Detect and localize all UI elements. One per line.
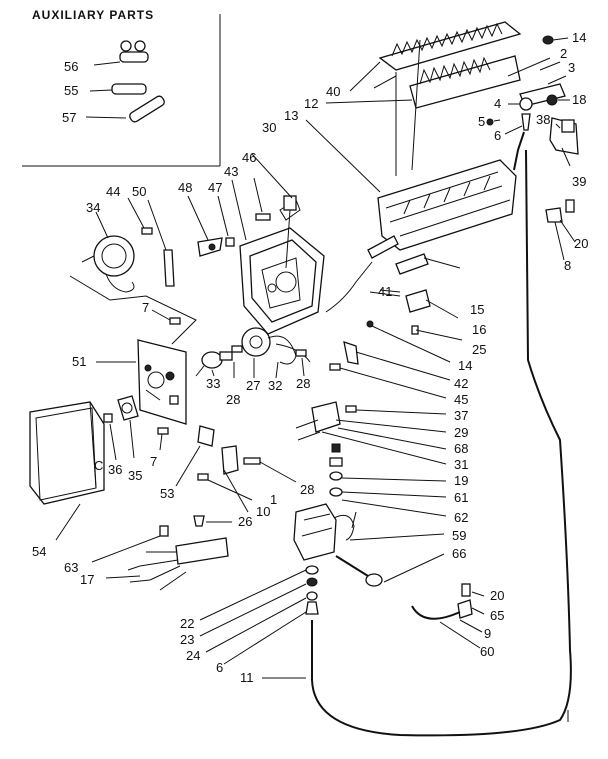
label-47: 47 <box>208 180 222 195</box>
label-14-top: 14 <box>572 30 586 45</box>
label-56: 56 <box>64 59 78 74</box>
label-7-lower: 7 <box>150 454 157 469</box>
label-68: 68 <box>454 441 468 456</box>
label-44: 44 <box>106 184 120 199</box>
label-33: 33 <box>206 376 220 391</box>
label-38: 38 <box>536 112 550 127</box>
water-tube <box>262 149 572 737</box>
label-51: 51 <box>72 354 86 369</box>
label-13: 13 <box>284 108 298 123</box>
label-5: 5 <box>478 114 485 129</box>
lower-small-parts <box>157 425 297 513</box>
label-8: 8 <box>564 258 571 273</box>
water-fill-fittings <box>486 35 579 171</box>
motor-and-parts <box>69 177 271 345</box>
control-housing <box>231 153 325 335</box>
inlet-tube-parts <box>411 583 485 649</box>
label-10: 10 <box>256 504 270 519</box>
auxiliary-parts-box: AUXILIARY PARTS <box>22 8 221 167</box>
label-15: 15 <box>470 302 484 317</box>
label-42: 42 <box>454 376 468 391</box>
label-29: 29 <box>454 425 468 440</box>
switch-parts <box>295 401 447 465</box>
label-11: 11 <box>240 670 254 685</box>
label-1: 1 <box>270 492 277 507</box>
label-61: 61 <box>454 490 468 505</box>
part-20-8 <box>545 199 576 261</box>
mounting-plate <box>96 309 187 425</box>
label-24: 24 <box>186 648 200 663</box>
part-labels: 56 55 57 40 12 13 14 2 3 18 4 5 38 6 39 … <box>32 30 588 685</box>
label-40: 40 <box>326 84 340 99</box>
label-28-b: 28 <box>296 376 310 391</box>
label-34: 34 <box>86 200 100 215</box>
ice-mold-tray <box>305 39 517 251</box>
label-35: 35 <box>128 468 142 483</box>
label-50: 50 <box>132 184 146 199</box>
label-55: 55 <box>64 83 78 98</box>
label-62: 62 <box>454 510 468 525</box>
label-2: 2 <box>560 46 567 61</box>
label-23: 23 <box>180 632 194 647</box>
front-cover: C <box>29 401 105 541</box>
label-14-mid: 14 <box>458 358 472 373</box>
label-60: 60 <box>480 644 494 659</box>
label-54: 54 <box>32 544 46 559</box>
grommets <box>329 443 447 517</box>
label-46: 46 <box>242 150 256 165</box>
svg-text:C: C <box>94 458 103 473</box>
label-19: 19 <box>454 473 468 488</box>
label-20-right: 20 <box>574 236 588 251</box>
part-55 <box>89 83 147 95</box>
label-32: 32 <box>268 378 282 393</box>
label-27: 27 <box>246 378 260 393</box>
cam-parts <box>103 395 139 461</box>
ejector-assembly <box>325 21 522 109</box>
label-17: 17 <box>80 572 94 587</box>
label-65: 65 <box>490 608 504 623</box>
label-37: 37 <box>454 408 468 423</box>
label-48: 48 <box>178 180 192 195</box>
label-30: 30 <box>262 120 276 135</box>
label-7-upper: 7 <box>142 300 149 315</box>
label-6-bottom: 6 <box>216 660 223 675</box>
label-36: 36 <box>108 462 122 477</box>
label-6-top: 6 <box>494 128 501 143</box>
wire-harness <box>91 515 232 591</box>
label-57: 57 <box>62 110 76 125</box>
shutoff-arm <box>325 235 463 399</box>
label-45: 45 <box>454 392 468 407</box>
label-9: 9 <box>484 626 491 641</box>
label-25: 25 <box>472 342 486 357</box>
auxiliary-parts-title: AUXILIARY PARTS <box>32 8 154 22</box>
label-18: 18 <box>572 92 586 107</box>
label-28-c: 28 <box>300 482 314 497</box>
label-39: 39 <box>572 174 586 189</box>
label-63: 63 <box>64 560 78 575</box>
label-4: 4 <box>494 96 501 111</box>
label-22: 22 <box>180 616 194 631</box>
label-28-a: 28 <box>226 392 240 407</box>
label-53: 53 <box>160 486 174 501</box>
leader-lines <box>195 61 571 377</box>
part-56 <box>93 40 149 66</box>
shaft-components <box>201 327 311 379</box>
label-20-bottom: 20 <box>490 588 504 603</box>
label-31: 31 <box>454 457 468 472</box>
label-16: 16 <box>472 322 486 337</box>
water-valve <box>199 503 445 665</box>
label-66: 66 <box>452 546 466 561</box>
label-59: 59 <box>452 528 466 543</box>
label-26: 26 <box>238 514 252 529</box>
label-41: 41 <box>378 284 392 299</box>
part-57 <box>85 95 165 123</box>
label-3: 3 <box>568 60 575 75</box>
label-43: 43 <box>224 164 238 179</box>
label-12: 12 <box>304 96 318 111</box>
